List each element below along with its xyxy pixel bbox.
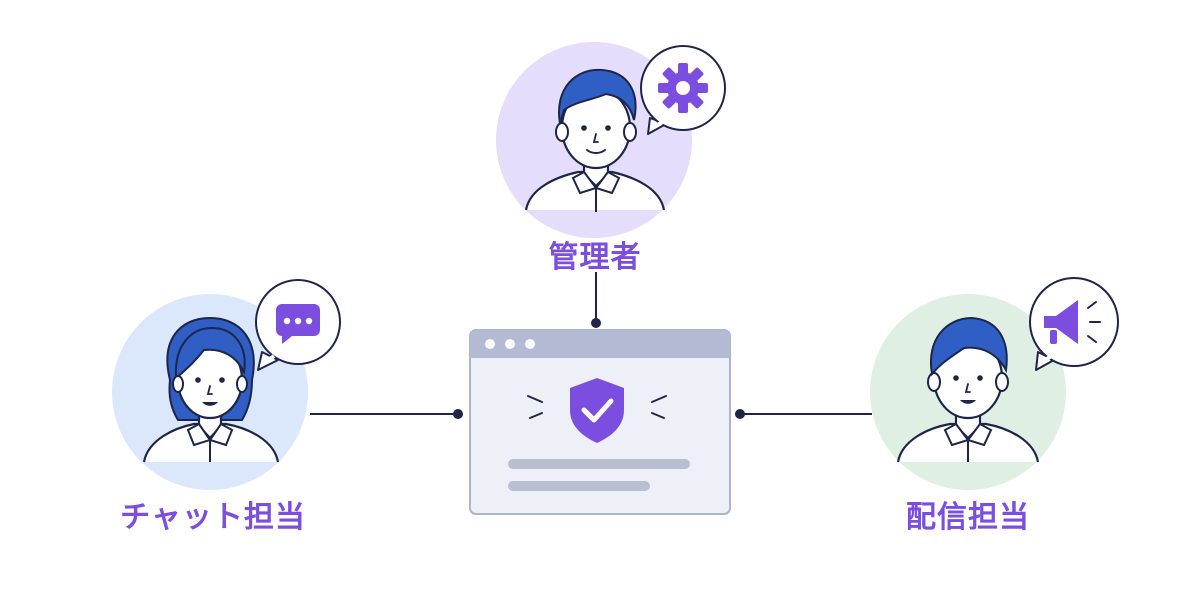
text-line	[508, 459, 690, 469]
admin-speech-bubble	[640, 45, 726, 135]
text-line	[508, 481, 650, 491]
hair	[929, 316, 1008, 377]
window-dot	[485, 339, 495, 349]
chat-speech-bubble	[255, 279, 341, 371]
sparkle-lines	[527, 395, 667, 419]
connectors	[310, 272, 872, 419]
connector-dot-admin	[591, 318, 601, 328]
hair	[174, 326, 246, 380]
gear-icon	[658, 63, 708, 113]
megaphone-icon	[1044, 300, 1078, 344]
shield-check-icon	[570, 378, 624, 443]
admin-role-label: 管理者	[548, 240, 642, 275]
hair	[558, 68, 637, 125]
chat-avatar	[112, 294, 308, 490]
distribution-role-label: 配信担当	[906, 500, 1030, 535]
window-dot	[525, 339, 535, 349]
connector-dot-chat	[453, 409, 463, 419]
window-titlebar	[470, 330, 730, 358]
central-window	[469, 329, 731, 515]
distribution-avatar	[870, 294, 1066, 490]
chat-role-label: チャット担当	[120, 500, 306, 535]
chat-bubble-icon	[276, 304, 320, 344]
distribution-speech-bubble	[1029, 277, 1119, 371]
window-dot	[505, 339, 515, 349]
connector-dot-distribution	[735, 409, 745, 419]
megaphone-sound-lines	[1087, 301, 1101, 343]
